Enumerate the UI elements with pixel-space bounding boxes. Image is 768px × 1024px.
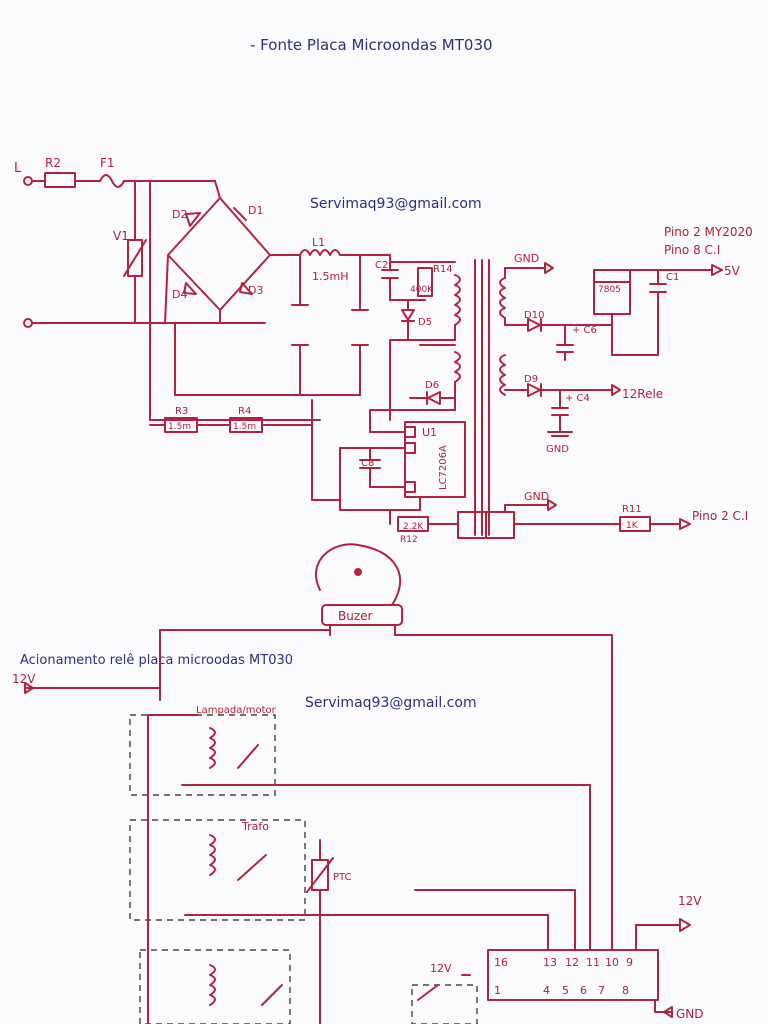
label-C1: C1 [666,272,679,283]
filter-stage [291,249,461,421]
secondary-outputs [504,262,723,437]
input-stage [23,172,321,421]
aux-winding [369,344,461,411]
net-gnd-3: GND [546,444,569,455]
label-C2: C2 [375,260,388,271]
label-D5: D5 [418,317,432,328]
label-D6: D6 [425,380,439,391]
net-12rele: 12Rele [622,387,663,401]
feedback-stage [389,499,691,539]
label-C8: C8 [361,458,374,469]
label-U1: U1 [422,426,437,439]
label-L1-value: 1.5mH [312,270,348,283]
label-U1-part: LC7206A [438,445,449,490]
net-12v-b: 12V [678,894,702,908]
start-resistors [149,399,341,501]
u1-ic [339,409,466,511]
label-D1: D1 [248,204,263,217]
net-gnd-2: GND [524,490,549,503]
ic-pin-16: 16 [494,956,508,969]
label-D10: D10 [524,310,544,321]
label-C6: + C6 [572,325,597,336]
label-R2: R2 [45,156,61,170]
label-D9: D9 [524,374,538,385]
label-R3: R3 [175,406,188,417]
label-ptc: PTC [333,872,352,883]
ic-pin-8: 8 [622,984,629,997]
buzzer [314,543,613,951]
net-12v-a: 12V [12,672,36,686]
label-D2: D2 [172,208,187,221]
email-top: Servimaq93@gmail.com [310,196,482,212]
label-R12-value: 2.2K [403,522,424,532]
label-R3-value: 1.5m [168,422,191,432]
net-pino2-ci: Pino 2 C.I [692,509,748,523]
label-relay-trafo: Trafo [241,820,269,833]
net-5v: 5V [724,264,741,278]
label-relay-lampada: Lampada/motor [196,705,277,716]
label-R4: R4 [238,406,251,417]
label-V1: V1 [113,229,129,243]
label-R11: R11 [622,504,642,515]
label-R14: R14 [433,264,453,275]
ic-pin-10: 10 [605,956,619,969]
driver-ic [411,918,691,1024]
label-buzer: Buzer [338,609,373,623]
relay-section [24,629,591,1024]
schematic-title: - Fonte Placa Microondas MT030 [250,36,493,54]
ic-pin-11: 11 [586,956,600,969]
ic-pin-4: 4 [543,984,550,997]
net-gnd-4: GND [676,1007,704,1021]
ic-pin-1: 1 [494,984,501,997]
label-R11-value: 1K [626,521,639,531]
label-D3: D3 [248,284,263,297]
net-pino2-my: Pino 2 MY2020 [664,225,753,239]
ic-pin-6: 6 [580,984,587,997]
label-7805: 7805 [598,285,621,295]
ic-pin-12: 12 [565,956,579,969]
email-bottom: Servimaq93@gmail.com [305,695,477,711]
transformer-core [474,259,506,536]
net-12v-c: 12V [430,962,452,975]
bridge-rectifier [164,180,361,396]
ic-pin-13: 13 [543,956,557,969]
ic-pin-5: 5 [562,984,569,997]
section2-title: Acionamento relê placa microodas MT030 [20,653,293,668]
ic-pin-9: 9 [626,956,633,969]
label-C4: + C4 [565,393,590,404]
net-pino8-ci: Pino 8 C.I [664,243,720,257]
label-R12: R12 [400,535,418,545]
label-L: L [14,161,22,176]
net-gnd-1: GND [514,252,539,265]
ic-pin-7: 7 [598,984,605,997]
label-L1: L1 [312,236,325,249]
label-F1: F1 [100,156,115,170]
label-R4-value: 1.5m [233,422,256,432]
label-R14-value: 400K [410,285,434,295]
label-D4: D4 [172,288,187,301]
